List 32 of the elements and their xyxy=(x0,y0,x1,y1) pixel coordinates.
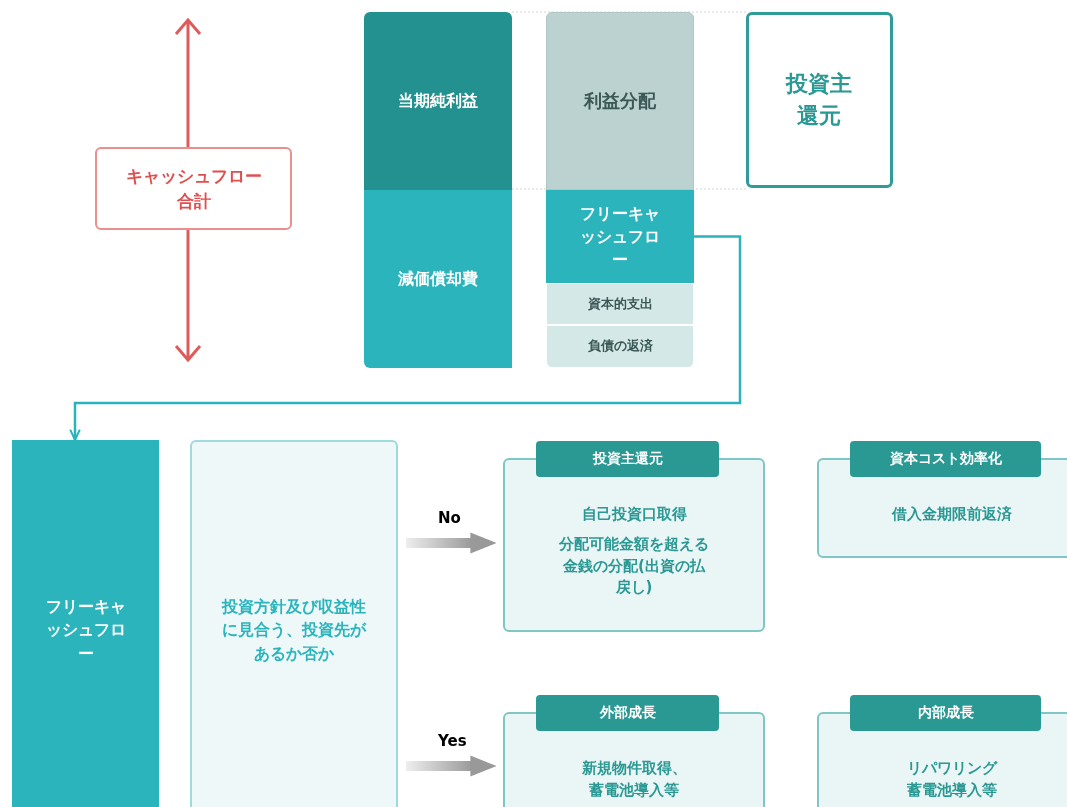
net-income-block xyxy=(364,12,512,190)
cash-flow-block xyxy=(546,190,694,283)
node-label: キャッシュフロー合計 xyxy=(124,164,263,213)
card-text: 新規物件取得、蓄電池導入等 xyxy=(580,758,688,801)
node-label: 当期純利益 xyxy=(397,90,479,113)
card-text: リパワリング蓄電池導入等 xyxy=(906,758,999,801)
card-heading: 外部成長 xyxy=(536,695,719,731)
connector-arrow xyxy=(69,235,742,441)
arrow xyxy=(406,532,497,554)
card-heading: 投資主還元 xyxy=(536,441,719,477)
card-text: 自己投資口取得 xyxy=(581,504,687,525)
card-heading: 内部成長 xyxy=(850,695,1041,731)
card-text: 分配可能金額を超える金銭の分配(出資の払戻し) xyxy=(558,533,710,599)
card-heading: 資本コスト効率化 xyxy=(850,441,1041,477)
node-label: 資本的支出 xyxy=(586,294,654,313)
node-label: フリーキャッシュフロー xyxy=(44,596,127,665)
card-text: 借入金期限前返済 xyxy=(892,504,1012,525)
node-label: 利益分配 xyxy=(582,88,657,113)
expense-block xyxy=(546,283,694,325)
decision-box xyxy=(190,440,398,807)
node-label: フリーキャッシュフロー xyxy=(579,202,661,272)
node-label: 負債の返済 xyxy=(586,337,654,356)
node-label: 減価償却費 xyxy=(397,268,479,291)
total-box xyxy=(95,147,292,230)
arrow xyxy=(406,755,497,777)
cash-flow-block xyxy=(364,190,512,368)
cash-flow-block xyxy=(12,440,159,807)
node-label: 投資方針及び収益性に見合う、投資先があるか否か xyxy=(220,596,368,665)
expense-block xyxy=(546,325,694,368)
return-box xyxy=(746,12,893,188)
distribution-block xyxy=(546,12,694,190)
node-label: 投資主還元 xyxy=(784,70,854,130)
